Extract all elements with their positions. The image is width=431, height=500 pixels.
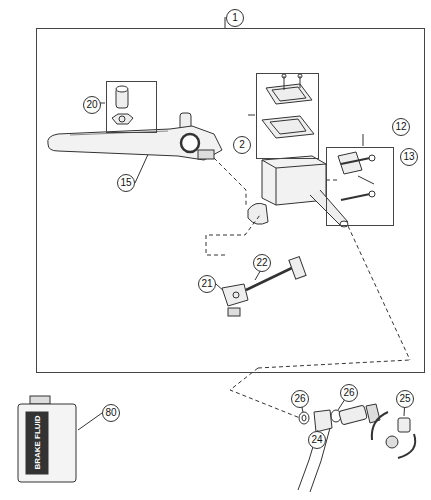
callout-number: 26 [340,384,358,402]
callout-number: 22 [253,254,271,272]
parts-group-box: 1213 [326,147,394,226]
callout-number: 12 [392,118,410,136]
callout-number: 20 [83,96,101,114]
callout-number: 2 [233,136,251,154]
callout-number: 80 [102,404,120,422]
parts-group-box: 12021213 [36,28,425,373]
callout-number: 24 [308,431,326,449]
callout-number: 1 [226,9,244,27]
callout-number: 26 [291,390,309,408]
callout-number: 21 [198,275,216,293]
callout-number: 13 [400,148,418,166]
callout-number: 25 [396,390,414,408]
can-label: BRAKE FLUID [33,415,42,471]
parts-group-box: 2 [256,73,319,159]
parts-group-box: 20 [106,81,157,133]
callout-number: 15 [117,174,135,192]
